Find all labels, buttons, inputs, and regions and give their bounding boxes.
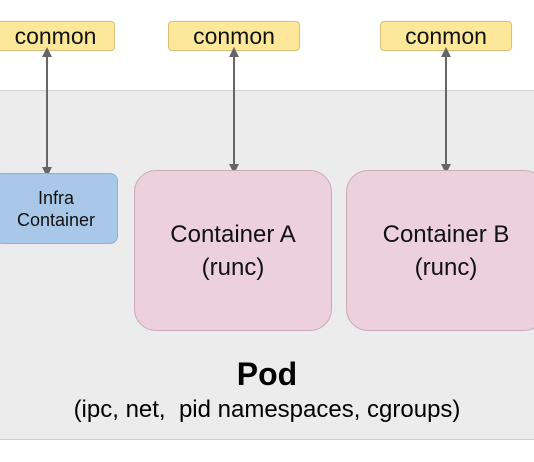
infra-container-label-line1: Infra [37,187,75,208]
pod-subtitle: (ipc, net, pid namespaces, cgroups) [73,396,461,423]
conmon-box-container-b: conmon [380,21,512,51]
container-a-box: Container A (runc) [134,170,332,331]
container-b-runtime: (runc) [414,253,478,281]
conmon-box-container-a: conmon [168,21,300,51]
container-a-name: Container A [170,220,296,248]
infra-container-box: Infra Container [0,173,118,244]
infra-container-label-line2: Container [16,209,96,230]
container-b-box: Container B (runc) [346,170,534,331]
pod-title: Pod [236,356,298,392]
container-a-runtime: (runc) [201,253,265,281]
conmon-box-infra: conmon [0,21,115,51]
container-b-name: Container B [382,220,510,248]
